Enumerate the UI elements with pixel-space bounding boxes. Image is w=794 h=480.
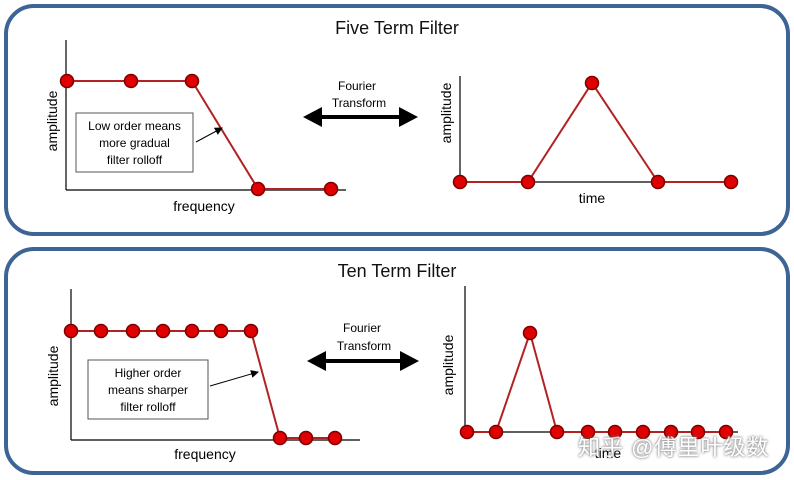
arrow-label: Transform	[337, 339, 391, 353]
callout-line: Low order means	[88, 119, 181, 133]
data-point	[580, 424, 596, 440]
callout-line: more gradual	[99, 136, 170, 150]
callout-line: filter rolloff	[107, 153, 163, 167]
data-point	[93, 323, 109, 339]
data-point	[323, 181, 339, 197]
y-axis-label: amplitude	[440, 334, 456, 395]
data-point	[327, 430, 343, 446]
data-point	[213, 323, 229, 339]
series-group	[459, 325, 734, 440]
data-point	[520, 174, 536, 190]
callout-box	[87, 359, 209, 420]
y-axis-label: amplitude	[45, 345, 61, 406]
data-point	[125, 323, 141, 339]
data-point	[723, 174, 739, 190]
data-point	[59, 73, 75, 89]
watermark: 知乎 @傅里叶级数	[578, 435, 770, 460]
data-point	[549, 424, 565, 440]
data-point	[718, 424, 734, 440]
series-group	[63, 323, 343, 446]
data-point	[650, 174, 666, 190]
y-axis-label: amplitude	[438, 82, 454, 143]
callout-box	[75, 112, 194, 173]
data-point	[690, 424, 706, 440]
arrow-label: Transform	[332, 96, 386, 110]
y-axis-label: amplitude	[44, 90, 60, 151]
data-point	[584, 75, 600, 91]
x-axis-label: time	[595, 445, 622, 461]
data-point	[522, 325, 538, 341]
series-group	[452, 75, 739, 190]
series-group	[59, 73, 339, 197]
data-point	[184, 323, 200, 339]
data-point	[607, 424, 623, 440]
series-line	[71, 330, 335, 439]
x-axis-label: frequency	[173, 198, 234, 214]
x-axis-label: time	[579, 190, 606, 206]
data-point	[243, 323, 259, 339]
callout-arrow	[195, 127, 223, 143]
arrow-label: Fourier	[343, 321, 381, 335]
panel-title: Five Term Filter	[335, 18, 459, 38]
data-point	[663, 424, 679, 440]
data-point	[452, 174, 468, 190]
callout-line: Higher order	[115, 366, 182, 380]
panel-title: Ten Term Filter	[337, 261, 457, 281]
double-arrow-icon	[303, 107, 418, 127]
arrow-label: Fourier	[338, 79, 376, 93]
double-arrow-icon	[307, 351, 419, 371]
data-point	[488, 424, 504, 440]
data-point	[123, 73, 139, 89]
callout-line: filter rolloff	[120, 400, 176, 414]
data-point	[155, 323, 171, 339]
data-point	[459, 424, 475, 440]
series-line	[460, 81, 731, 183]
data-point	[250, 181, 266, 197]
data-point	[63, 323, 79, 339]
callout-arrow	[209, 370, 259, 387]
callout-line: means sharper	[108, 383, 188, 397]
data-point	[184, 73, 200, 89]
series-line	[467, 329, 726, 433]
data-point	[298, 430, 314, 446]
x-axis-label: frequency	[174, 446, 235, 462]
data-point	[635, 424, 651, 440]
data-point	[272, 430, 288, 446]
